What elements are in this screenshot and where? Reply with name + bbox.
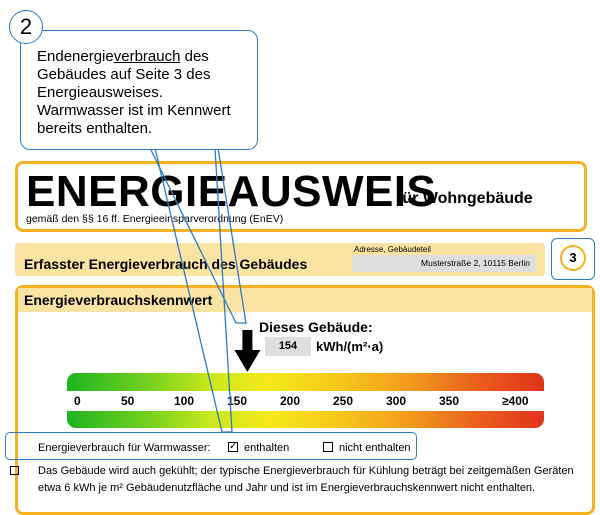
scale-tick: 350 <box>439 394 460 408</box>
included-checkbox[interactable]: ✓ <box>228 441 238 452</box>
included-label: enthalten <box>244 442 290 454</box>
scale-tick: 50 <box>121 394 135 408</box>
callout-line3: Energieausweises. <box>37 84 163 101</box>
scale-tick: ≥400 <box>502 394 529 408</box>
cooling-note: Das Gebäude wird auch gekühlt; der typis… <box>10 463 590 497</box>
scale-tick: 150 <box>227 394 248 408</box>
scale-tick: 0 <box>74 394 81 408</box>
scale-tick: 100 <box>174 394 195 408</box>
step-number-badge: 2 <box>9 10 43 44</box>
cooling-note-line1: Das Gebäude wird auch gekühlt; der typis… <box>38 465 574 477</box>
callout-box: Endenergieverbrauch des Gebäudes auf Sei… <box>20 30 258 150</box>
scale-label-strip <box>67 391 544 411</box>
header-box <box>15 161 587 232</box>
consumption-value: 154 <box>265 337 311 356</box>
warm-water-label: Energieverbrauch für Warmwasser: <box>38 442 211 454</box>
scale-tick: 250 <box>333 394 354 408</box>
not-included-checkbox[interactable] <box>323 442 333 452</box>
callout-line5: bereits enthalten. <box>37 120 153 137</box>
cooling-checkbox[interactable] <box>10 466 19 475</box>
callout-line1: Endenergieverbrauch des <box>37 48 257 66</box>
address-value: Musterstraße 2, 10115 Berlin <box>352 255 536 272</box>
panel-title: Energieverbrauchskennwert <box>24 292 213 308</box>
not-included-label: nicht enthalten <box>339 442 411 454</box>
document-title: ENERGIEAUSWEIS <box>26 167 437 216</box>
callout-line2: Gebäudes auf Seite 3 des <box>37 66 211 83</box>
address-label: Adresse, Gebäudeteil <box>354 245 431 254</box>
callout-text: Endenergie <box>37 48 114 65</box>
panel-header <box>18 288 592 312</box>
cooling-note-line2: etwa 6 kWh je m² Gebäudenutzfläche und J… <box>38 482 536 494</box>
water-highlight-frame <box>5 432 417 460</box>
scale-tick: 200 <box>280 394 301 408</box>
document-subtitle: für Wohngebäude <box>397 190 533 207</box>
page-number-badge: 3 <box>560 245 586 271</box>
callout-line4: Warmwasser ist im Kennwert <box>37 102 231 119</box>
scale-tick: 300 <box>386 394 407 408</box>
consumption-unit: kWh/(m²·a) <box>316 339 384 354</box>
callout-text: des <box>180 48 209 65</box>
building-label: Dieses Gebäude: <box>259 319 373 335</box>
callout-underlined-text: verbrauch <box>113 48 181 65</box>
